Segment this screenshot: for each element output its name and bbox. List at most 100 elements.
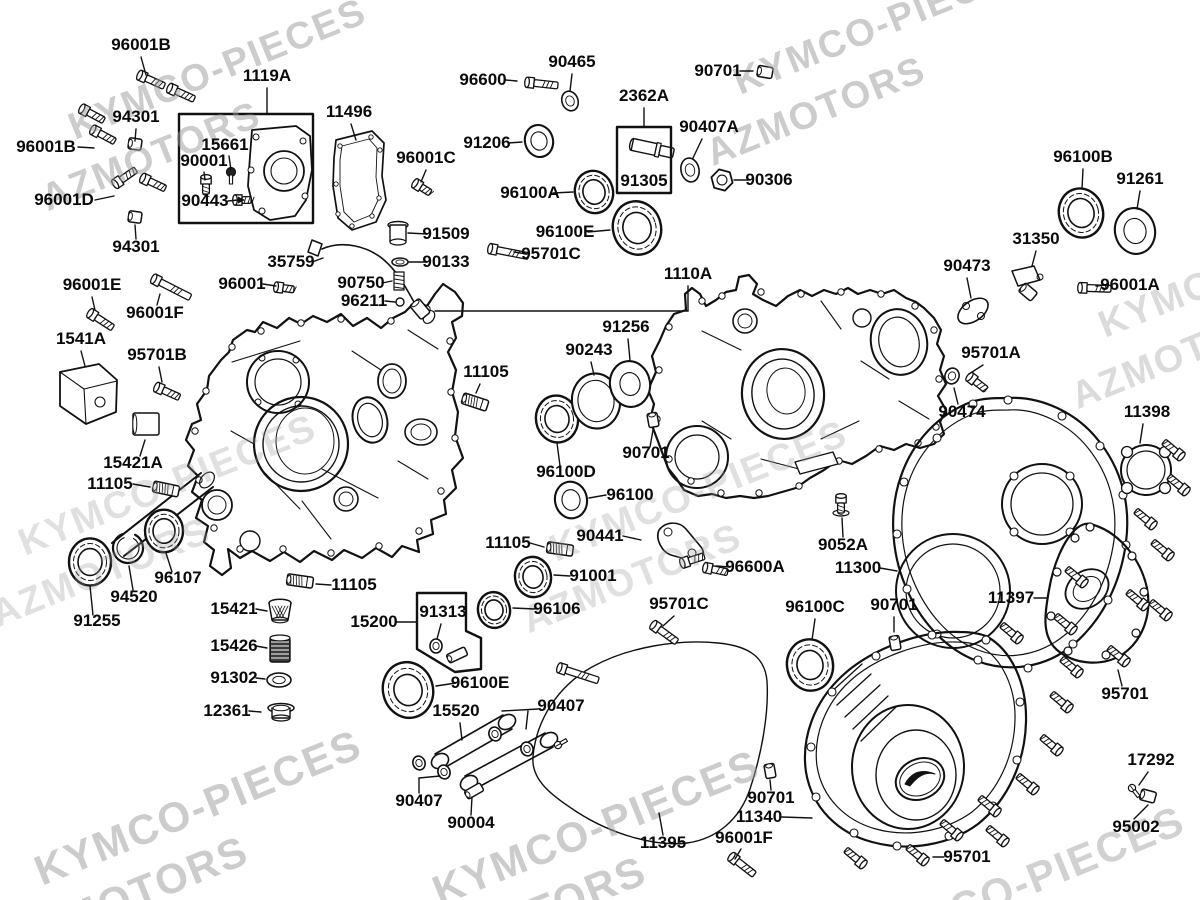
ring-glyph bbox=[412, 755, 426, 771]
bolt-glyph bbox=[835, 493, 847, 516]
part-label-90701: 90701 bbox=[622, 443, 669, 462]
pin-glyph bbox=[646, 411, 660, 429]
bearing-glyph bbox=[1057, 187, 1105, 239]
bearing-glyph bbox=[785, 638, 835, 692]
leader-line bbox=[879, 567, 898, 572]
tpin-glyph bbox=[151, 480, 181, 498]
part-label-91206: 91206 bbox=[463, 133, 510, 152]
leader-line bbox=[407, 232, 428, 235]
bolt-glyph bbox=[1059, 656, 1084, 679]
ring-glyph bbox=[560, 90, 580, 112]
ring-glyph bbox=[437, 764, 451, 780]
leader-line bbox=[1136, 190, 1141, 210]
bolt-glyph bbox=[1049, 691, 1074, 714]
bolt-glyph bbox=[149, 273, 192, 301]
bolt-glyph bbox=[524, 76, 559, 90]
ring-glyph bbox=[944, 367, 960, 385]
strainer-glyph bbox=[268, 598, 292, 624]
bolt-glyph bbox=[135, 69, 166, 90]
part-label-91256: 91256 bbox=[602, 317, 649, 336]
leader-line bbox=[156, 293, 161, 306]
bolt-glyph bbox=[1015, 773, 1040, 796]
bolt-glyph bbox=[965, 371, 989, 393]
part-label-90701: 90701 bbox=[694, 61, 741, 80]
plugcap-glyph bbox=[267, 702, 295, 722]
bolt-glyph bbox=[727, 851, 757, 878]
leader-line bbox=[228, 155, 232, 171]
part-label-95701C: 95701C bbox=[521, 244, 581, 263]
detail-box-1119A bbox=[177, 112, 315, 225]
tpin-glyph bbox=[545, 541, 575, 557]
seal-glyph bbox=[608, 360, 652, 408]
leader-line bbox=[165, 552, 173, 573]
leader-line bbox=[1095, 284, 1107, 287]
leader-line bbox=[734, 848, 742, 860]
pin-glyph bbox=[1139, 788, 1157, 804]
bearing-glyph bbox=[476, 590, 512, 630]
bolt-glyph bbox=[1133, 508, 1158, 531]
part-label-90441: 90441 bbox=[576, 526, 623, 545]
leader-line bbox=[227, 199, 239, 202]
part-label-96107: 96107 bbox=[154, 568, 201, 587]
part-label-15200: 15200 bbox=[350, 612, 397, 631]
part-label-17292: 17292 bbox=[1127, 750, 1174, 769]
part-label-90407A: 90407A bbox=[679, 117, 739, 136]
part-label-96001C: 96001C bbox=[396, 148, 456, 167]
part-label-11105: 11105 bbox=[87, 474, 132, 493]
bolt-glyph bbox=[152, 381, 181, 401]
leader-line bbox=[350, 123, 357, 141]
part-label-91001: 91001 bbox=[569, 566, 616, 585]
leader-line bbox=[953, 387, 959, 405]
leader-line bbox=[248, 710, 262, 713]
part-label-11496: 11496 bbox=[326, 102, 372, 121]
part-label-94301: 94301 bbox=[112, 107, 159, 126]
part-label-11105: 11105 bbox=[485, 533, 530, 552]
part-label-11105: 11105 bbox=[331, 575, 376, 594]
part-label-90407: 90407 bbox=[395, 791, 442, 810]
leader-line bbox=[781, 816, 813, 819]
tpin-glyph bbox=[285, 573, 315, 589]
bearing-glyph bbox=[67, 537, 113, 587]
leader-line bbox=[470, 796, 473, 816]
part-label-90474: 90474 bbox=[938, 402, 986, 421]
part-label-96001B: 96001B bbox=[111, 35, 171, 54]
part-label-91313: 91313 bbox=[419, 602, 466, 621]
bolt-glyph bbox=[77, 103, 106, 124]
bearing-glyph bbox=[143, 508, 185, 554]
part-label-91305: 91305 bbox=[620, 171, 667, 190]
bolt-glyph bbox=[555, 662, 600, 685]
leader-line bbox=[507, 141, 523, 144]
bearing-glyph bbox=[611, 200, 663, 256]
knurl-glyph bbox=[269, 634, 291, 663]
bolt-glyph bbox=[1064, 566, 1089, 589]
bolt-glyph bbox=[702, 561, 729, 577]
part-label-96001D: 96001D bbox=[34, 190, 94, 209]
bolt-glyph bbox=[905, 844, 930, 867]
leader-line bbox=[1117, 669, 1123, 687]
pin-glyph bbox=[445, 646, 469, 664]
leader-line bbox=[587, 229, 611, 233]
bolt-glyph bbox=[111, 166, 138, 190]
part-label-96100D: 96100D bbox=[536, 462, 596, 481]
leader-line bbox=[525, 710, 529, 730]
part-label-12361: 12361 bbox=[203, 701, 250, 720]
leader-line bbox=[89, 585, 94, 616]
leader-line bbox=[384, 300, 396, 303]
leader-line bbox=[627, 338, 631, 361]
part-label-90004: 90004 bbox=[447, 813, 495, 832]
part-label-94301: 94301 bbox=[112, 237, 159, 256]
leader-line bbox=[203, 171, 206, 181]
leader-line bbox=[94, 195, 115, 201]
part-label-11340: 11340 bbox=[736, 807, 782, 826]
leader-line bbox=[255, 645, 268, 649]
part-label-96001F: 96001F bbox=[126, 303, 184, 322]
detail-box-2362A bbox=[615, 125, 673, 195]
leader-line bbox=[128, 565, 134, 591]
leader-line bbox=[91, 296, 96, 311]
part-label-96001F: 96001F bbox=[715, 828, 773, 847]
nut-glyph bbox=[710, 168, 734, 192]
leader-line bbox=[311, 257, 324, 263]
bolt-glyph bbox=[1150, 539, 1175, 562]
leader-line bbox=[1138, 771, 1149, 786]
